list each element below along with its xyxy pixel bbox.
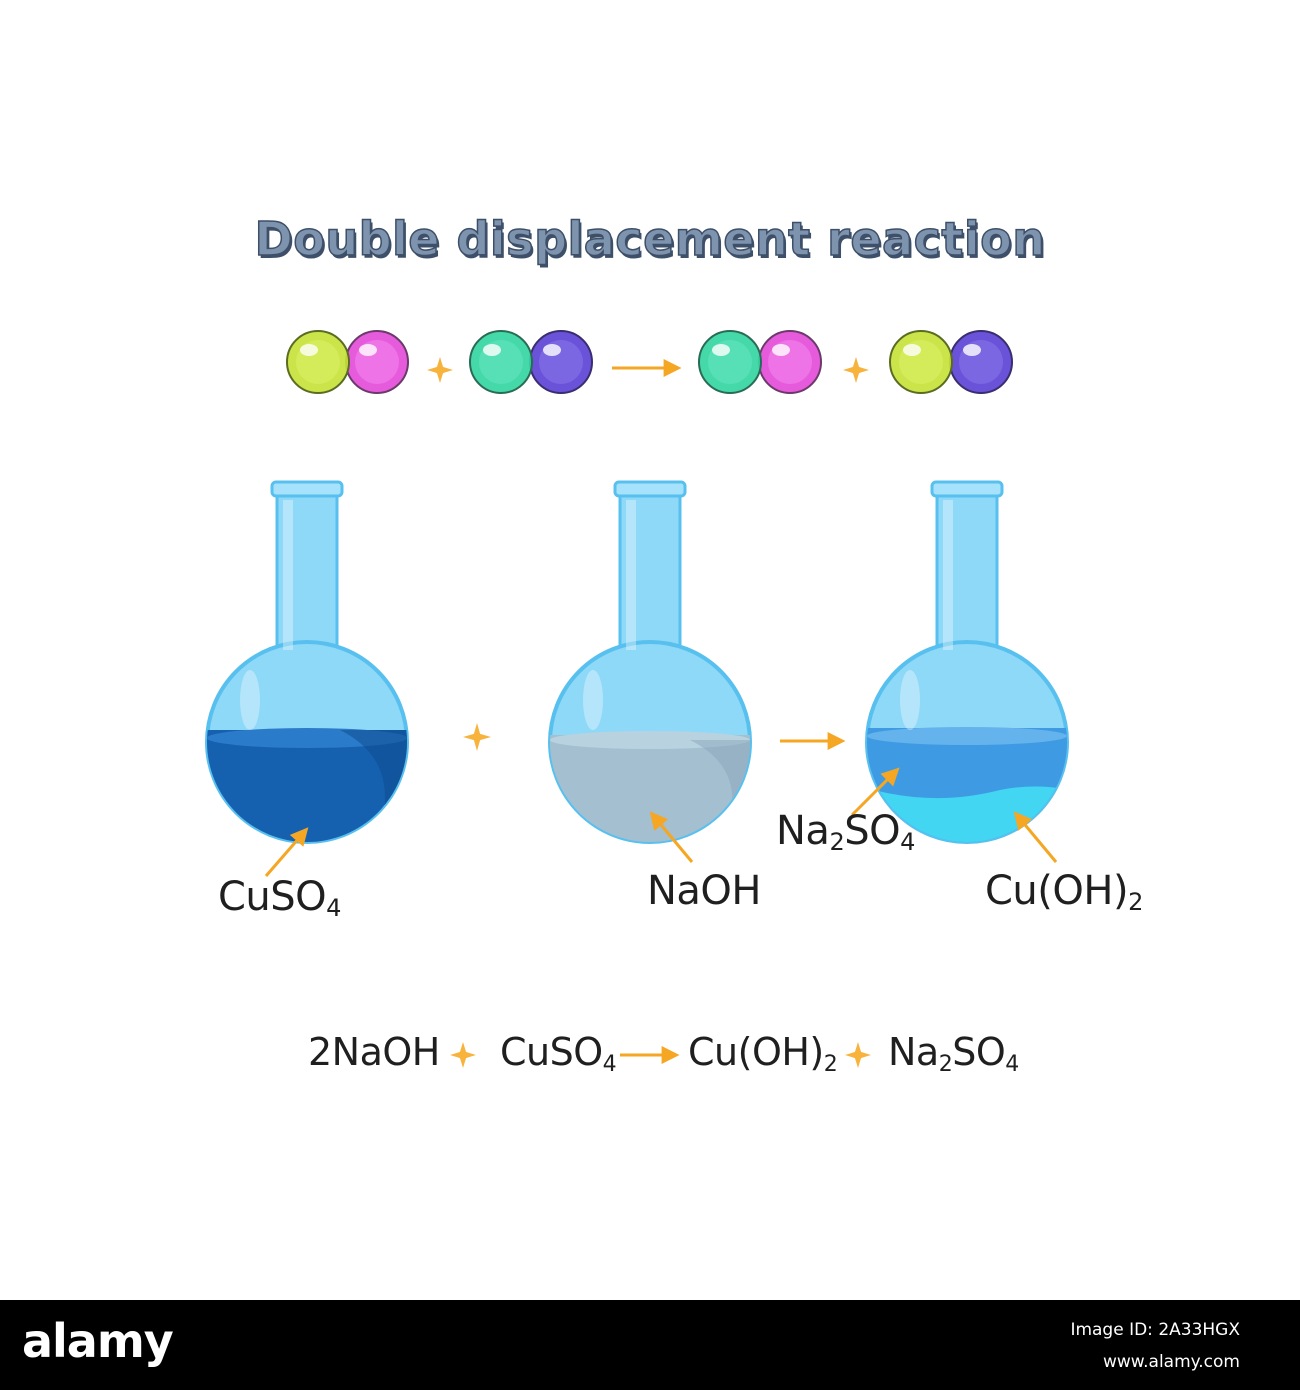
equation-term-na2so4: Na2SO4 — [888, 1030, 1019, 1077]
equation-term-naoh: 2NaOH — [308, 1030, 440, 1074]
label-naoh: NaOH — [647, 868, 762, 914]
plus-sign-flasks — [463, 723, 491, 751]
flask-cuso4 — [205, 480, 409, 844]
molecule-teal-violet — [469, 330, 593, 394]
flask-products — [865, 480, 1069, 844]
plus-sign-molecules-2 — [843, 357, 869, 383]
plus-sign-molecules-1 — [427, 357, 453, 383]
label-cuoh2: Cu(OH)2 — [985, 868, 1143, 916]
website-text: www.alamy.com — [1102, 1352, 1240, 1372]
molecule-equation — [286, 330, 1013, 394]
watermark-bar: alamy Image ID: 2A33HGX www.alamy.com — [0, 1300, 1300, 1390]
equation-term-cuso4: CuSO4 — [500, 1030, 617, 1077]
molecule-teal-magenta — [698, 330, 822, 394]
flask-naoh — [548, 480, 752, 844]
pointer-na2so4 — [850, 767, 900, 817]
label-cuso4: CuSO4 — [218, 874, 341, 922]
diagram-title: Double displacement reaction — [254, 211, 1046, 267]
equation-plus-2 — [845, 1042, 871, 1068]
reaction-diagram — [205, 330, 1069, 1068]
pointer-naoh — [649, 811, 694, 863]
equation-term-cuoh2: Cu(OH)2 — [688, 1030, 838, 1077]
label-na2so4: Na2SO4 — [776, 808, 915, 856]
brand-logo: alamy — [22, 1314, 174, 1368]
molecule-yellow-magenta — [286, 330, 409, 394]
equation-plus-1 — [450, 1042, 476, 1068]
molecule-yellow-violet — [889, 330, 1013, 394]
pointer-cuso4 — [264, 827, 309, 877]
image-id-text: Image ID: 2A33HGX — [1070, 1320, 1240, 1340]
pointer-cuoh2 — [1013, 811, 1058, 863]
